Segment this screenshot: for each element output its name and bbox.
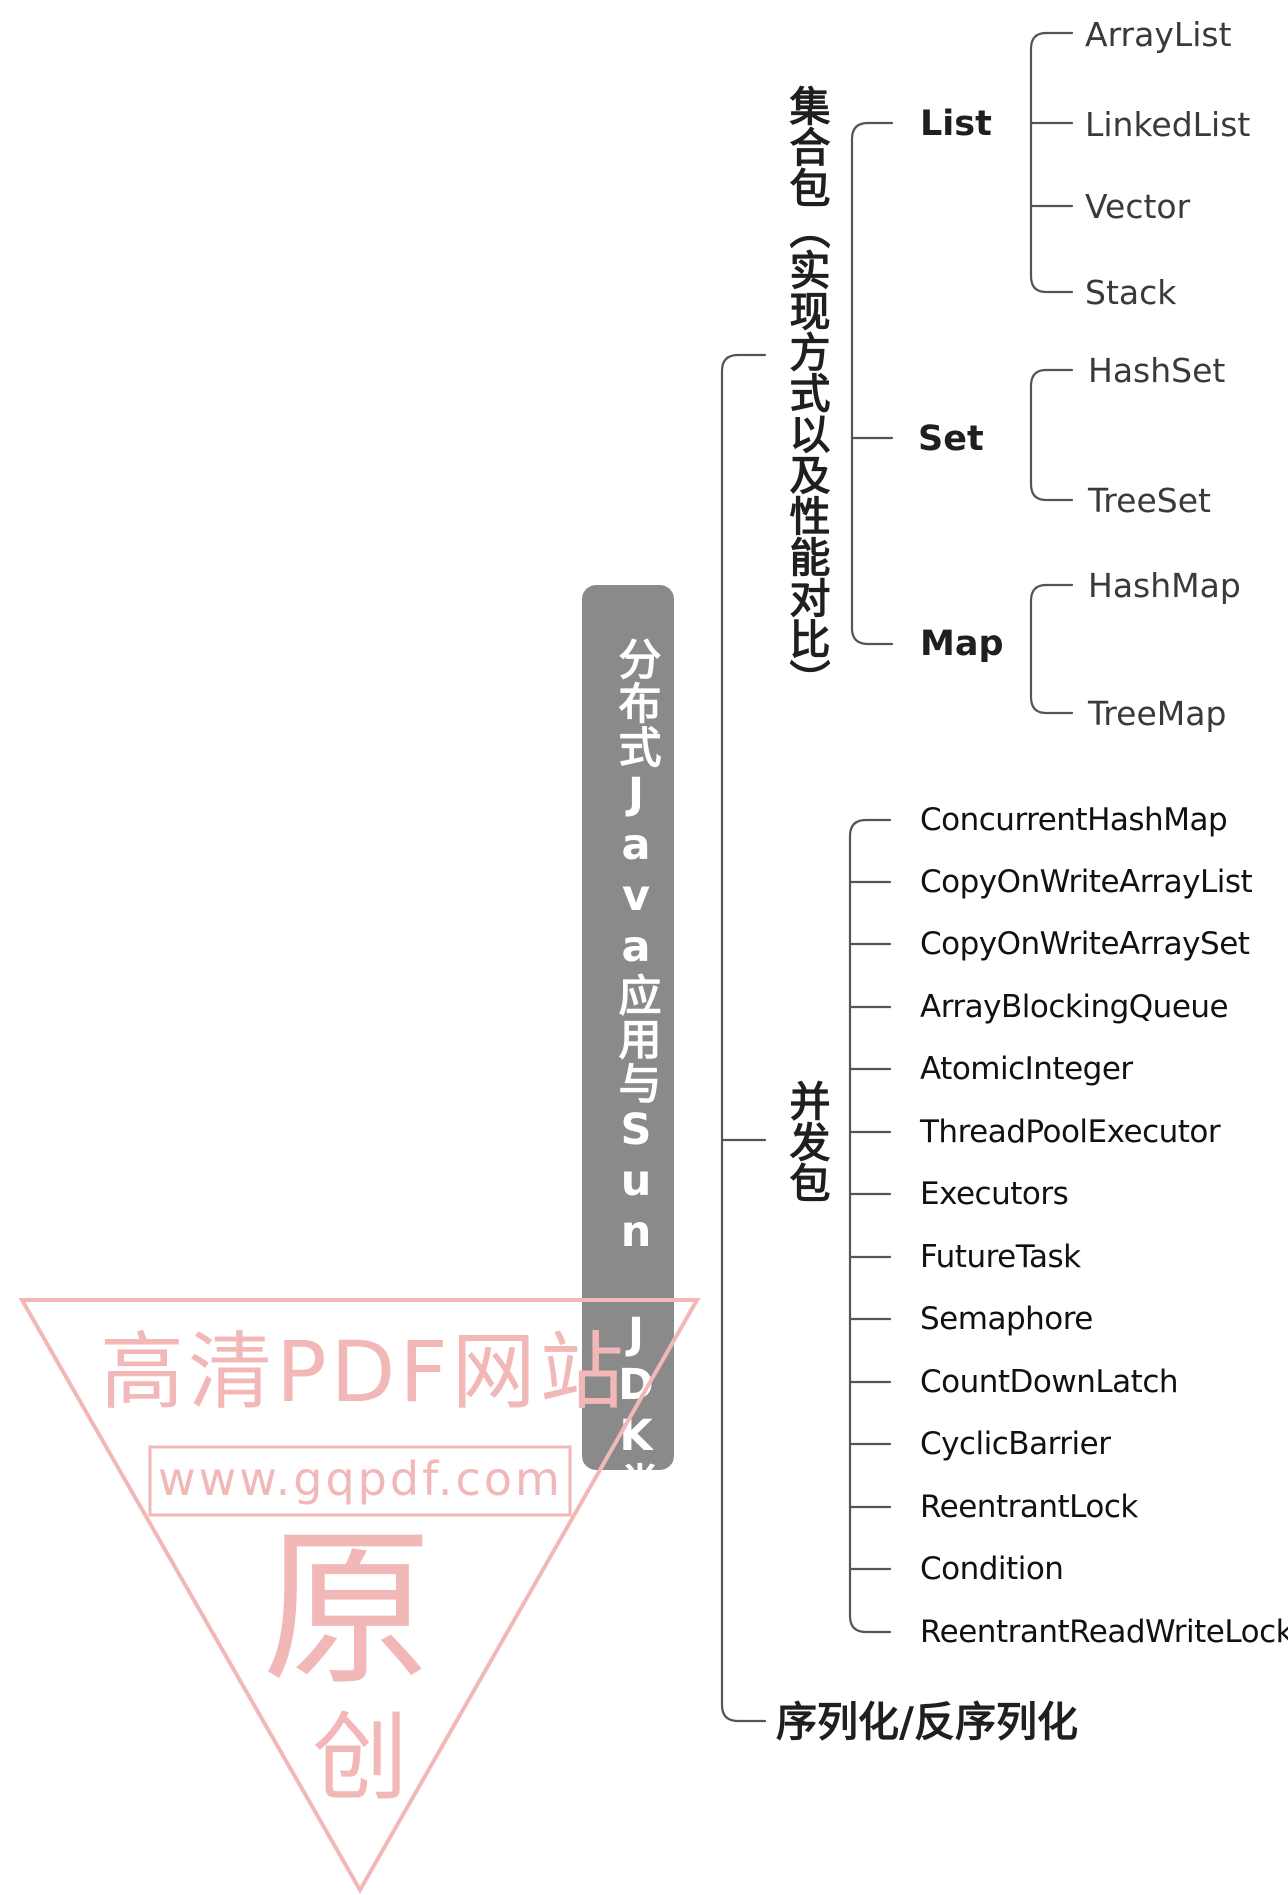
concurrent-item: FutureTask: [920, 1239, 1081, 1275]
concurrent-item: ArrayBlockingQueue: [920, 989, 1229, 1025]
root-bracket: [720, 353, 767, 1723]
concurrent-item: CopyOnWriteArraySet: [920, 926, 1250, 962]
concurrent-item: ReentrantReadWriteLock: [920, 1614, 1288, 1650]
leaf-vector: Vector: [1085, 187, 1191, 226]
map-bracket: [1029, 583, 1074, 715]
concurrent-item: ConcurrentHashMap: [920, 802, 1228, 838]
leaf-hashmap: HashMap: [1088, 566, 1241, 605]
leaf-linkedlist: LinkedList: [1085, 105, 1251, 144]
concurrent-item: Semaphore: [920, 1301, 1093, 1337]
set-bracket: [1029, 368, 1074, 502]
collections-branch-label: 集合包（实现方式以及性能对比）: [782, 85, 830, 700]
concurrent-item: Condition: [920, 1551, 1064, 1587]
root-label: 分布式Java应用与Sun JDK类库: [611, 637, 661, 1550]
concurrent-item: Executors: [920, 1176, 1069, 1212]
leaf-hashset: HashSet: [1088, 351, 1226, 390]
list-bracket: [1029, 31, 1074, 294]
set-node: Set: [918, 419, 984, 459]
concurrent-item: ReentrantLock: [920, 1489, 1138, 1525]
map-node: Map: [920, 624, 1004, 664]
leaf-treeset: TreeSet: [1088, 481, 1211, 520]
leaf-arraylist: ArrayList: [1085, 15, 1232, 54]
concurrent-item: CopyOnWriteArrayList: [920, 864, 1253, 900]
leaf-stack: Stack: [1085, 273, 1177, 312]
list-node: List: [920, 104, 992, 144]
root-node: 分布式Java应用与Sun JDK类库: [582, 585, 674, 1550]
collections-bracket: [850, 121, 894, 646]
concurrent-item: AtomicInteger: [920, 1051, 1133, 1087]
concurrent-item: ThreadPoolExecutor: [920, 1114, 1221, 1150]
concurrent-branch-label: 并发包: [782, 1080, 830, 1203]
concurrent-item: CyclicBarrier: [920, 1426, 1111, 1462]
serialization-branch-label: 序列化/反序列化: [776, 1698, 1078, 1746]
concurrent-bracket: [848, 818, 892, 1634]
leaf-treemap: TreeMap: [1088, 694, 1227, 733]
concurrent-item: CountDownLatch: [920, 1364, 1179, 1400]
